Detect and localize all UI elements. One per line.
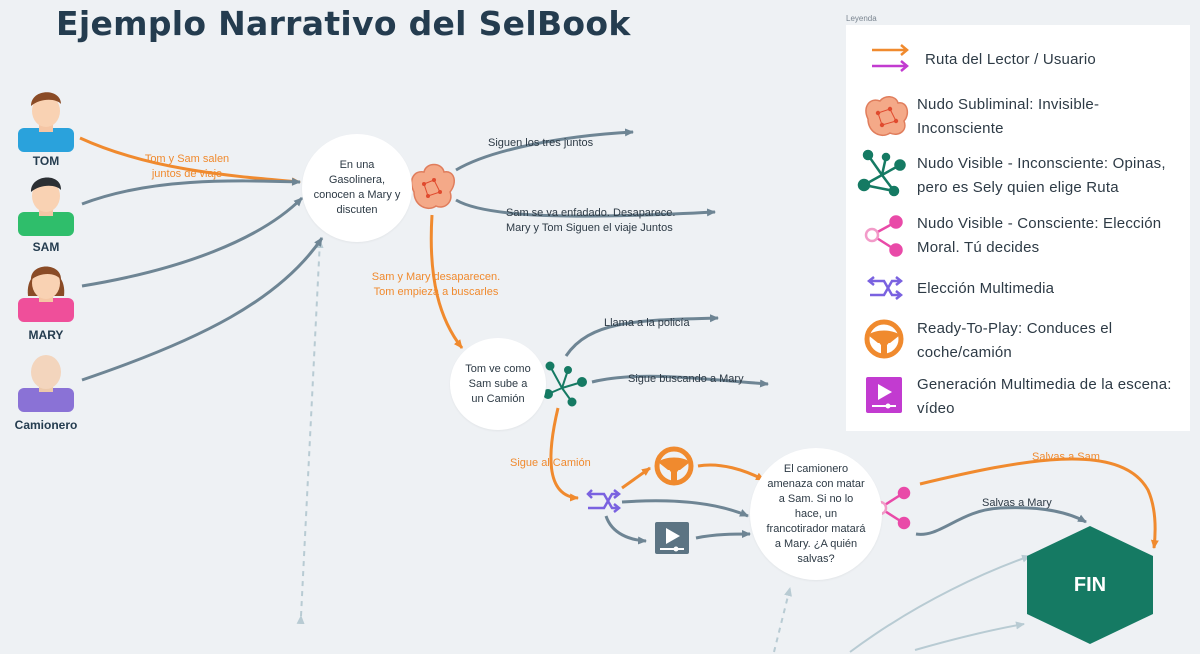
node-fin: FIN <box>1027 526 1153 644</box>
arrow-tom <box>79 136 301 186</box>
arrow-sigue-camion <box>549 407 579 502</box>
node-camion: Tom ve como Sam sube a un Camión <box>450 338 546 430</box>
arrow-sigue-buscando <box>591 374 769 388</box>
network-nodes-icon <box>543 361 587 407</box>
arrow-sam-enfadado <box>455 198 716 218</box>
legend-item-video: Generación Multimedia de la escena: víde… <box>917 376 1172 417</box>
arrow-mary <box>81 196 304 288</box>
legend-heading: Leyenda <box>846 14 877 23</box>
legend-item-ready-to-play: Ready-To-Play: Conduces el coche/camión <box>917 320 1113 361</box>
brain-icon <box>410 163 455 210</box>
character-name-mary: MARY <box>28 328 64 342</box>
character-name-tom: TOM <box>32 154 60 168</box>
arrow-video-to-node <box>695 530 751 540</box>
legend-item-multimedia: Elección Multimedia <box>917 280 1055 297</box>
network-nodes-icon <box>857 149 906 197</box>
label-sigue-camion: Sigue al Camión <box>510 457 591 469</box>
legend-item-visible-inconsciente: Nudo Visible - Inconsciente: Opinas, per… <box>917 155 1166 196</box>
node-gasolinera: En una Gasolinera, conocen a Mary y disc… <box>302 134 412 242</box>
arrow-camionero <box>81 237 324 382</box>
arrow-policia <box>564 314 719 357</box>
avatar-camionero <box>18 355 74 412</box>
video-play-icon <box>866 377 902 413</box>
light-arrow-1 <box>849 554 1031 653</box>
arrow-siguen-tres <box>455 128 634 172</box>
label-sam-mary-desaparecen: Sam y Mary desaparecen. Tom empieza a bu… <box>371 271 501 298</box>
fin-label: FIN <box>1073 573 1107 596</box>
label-siguen-tres: Siguen los tres juntos <box>488 137 594 149</box>
avatar-sam <box>18 177 74 236</box>
page-title: Ejemplo Narrativo del SelBook <box>56 4 631 43</box>
video-play-icon <box>655 522 689 554</box>
shuffle-arrows-icon <box>866 276 904 300</box>
character-name-sam: SAM <box>32 240 60 254</box>
label-sigue-buscando: Sigue buscando a Mary <box>628 373 744 385</box>
avatar-mary <box>18 266 74 322</box>
dashed-arrow-bottom <box>773 587 792 653</box>
double-arrow-icon <box>872 44 909 72</box>
character-arrows <box>79 136 324 382</box>
steering-wheel-icon <box>654 446 694 486</box>
label-salvas-mary: Salvas a Mary <box>982 497 1052 509</box>
light-arrow-2 <box>914 621 1025 651</box>
legend-item-visible-consciente: Nudo Visible - Consciente: Elección Mora… <box>917 215 1162 256</box>
route-arrows <box>429 128 1159 549</box>
arrow-to-video <box>604 515 647 545</box>
legend-item-subliminal: Nudo Subliminal: Invisible-Inconsciente <box>917 96 1100 137</box>
label-llama-policia: Llama a la policía <box>604 317 690 329</box>
label-sam-enfadado: Sam se va enfadado. Desaparece. Mary y T… <box>506 207 676 234</box>
background-arrows <box>296 239 1031 653</box>
arrow-sam <box>81 177 301 206</box>
arrow-shuffle-to-node <box>621 499 749 518</box>
shuffle-arrows-icon <box>586 489 622 513</box>
legend-icons <box>857 44 909 413</box>
label-salvas-sam: Salvas a Sam <box>1032 451 1100 463</box>
node-camionero: El camionero amenaza con matar a Sam. Si… <box>750 448 882 580</box>
legend-item-ruta: Ruta del Lector / Usuario <box>925 51 1096 68</box>
steering-wheel-icon <box>864 319 904 359</box>
arrow-to-wheel <box>621 466 651 490</box>
legend-panel: Ruta del Lector / Usuario Nudo Sublimina… <box>846 25 1190 431</box>
dashed-arrow-left <box>296 239 324 625</box>
avatar-tom <box>18 92 74 152</box>
arrow-salvas-sam <box>919 457 1159 549</box>
fin-hexagon <box>1027 526 1153 644</box>
branch-nodes-icon <box>864 215 903 257</box>
arrow-salvas-mary <box>915 506 1087 536</box>
label-tom-sam-salen: Tom y Sam salen juntos de viaje <box>144 153 230 180</box>
arrow-wheel-to-node <box>697 463 765 482</box>
arrow-sam-mary <box>429 214 464 349</box>
character-name-camionero: Camionero <box>14 418 78 432</box>
brain-icon <box>865 96 909 137</box>
